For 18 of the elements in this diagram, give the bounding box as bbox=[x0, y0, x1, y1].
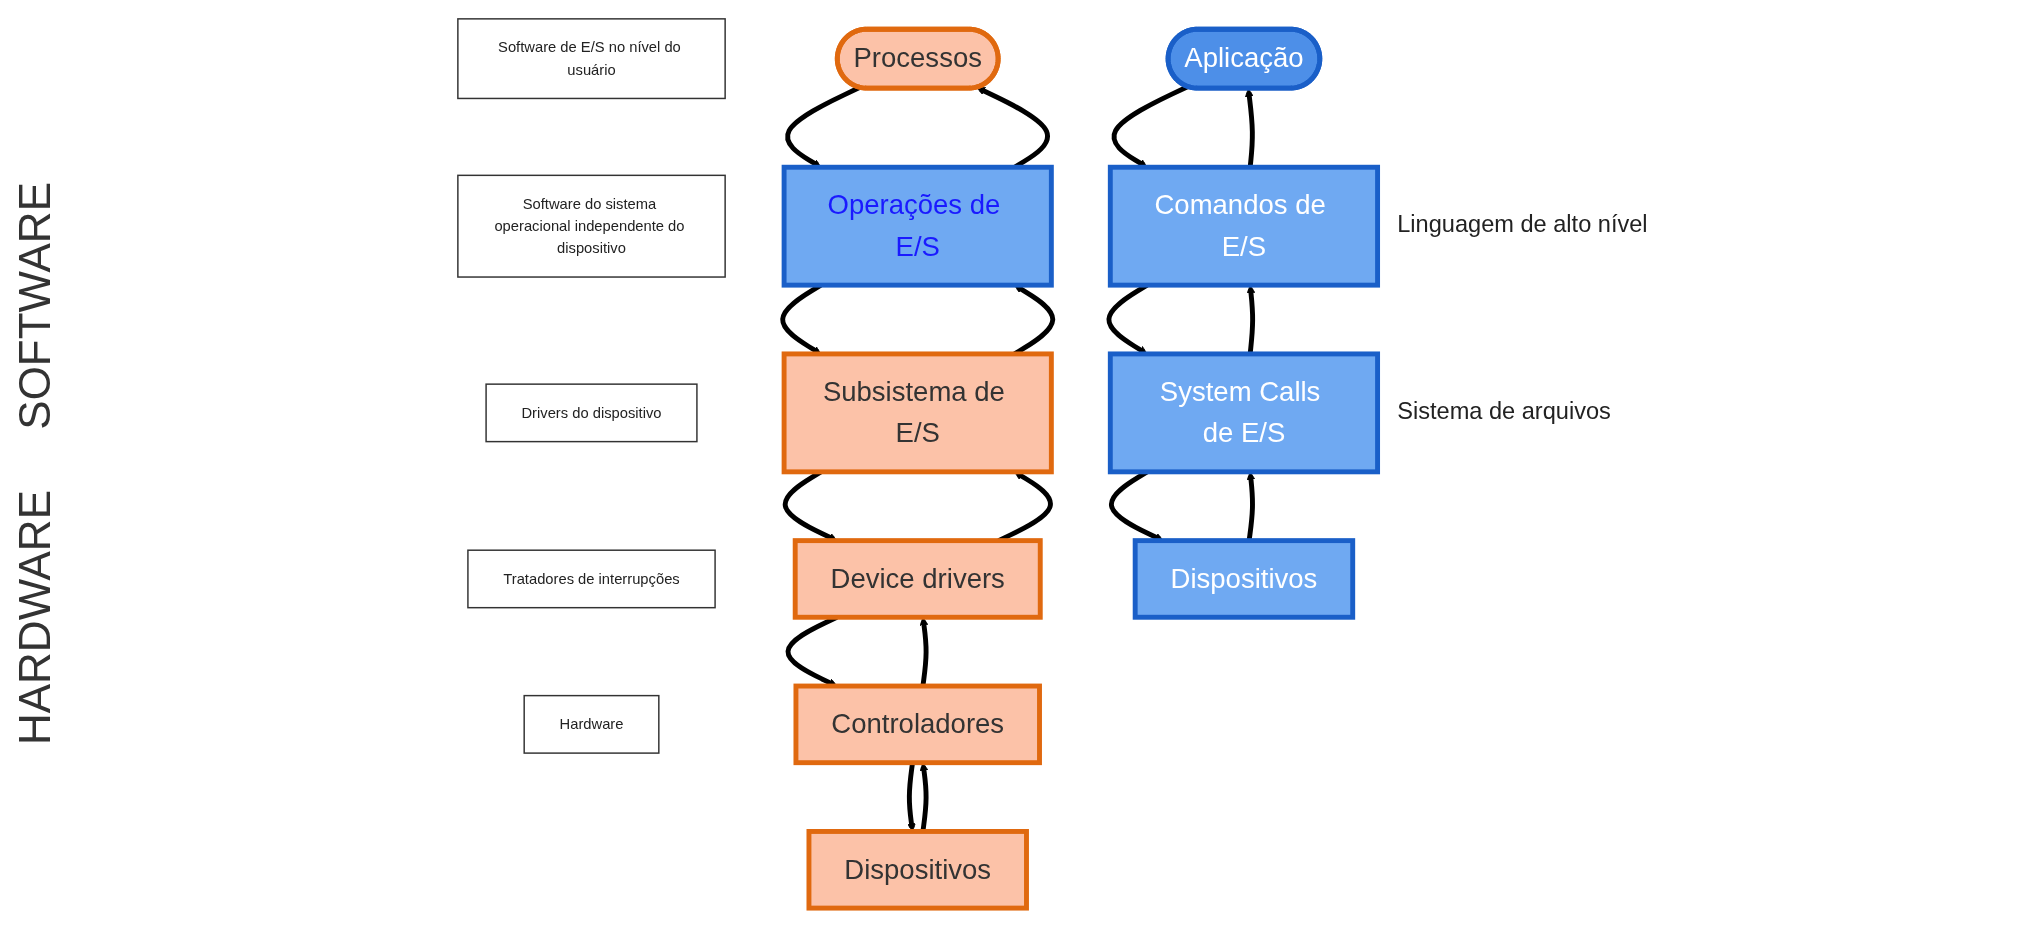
node-box: Drivers do dispositivo bbox=[485, 383, 698, 443]
node-box: Software do sistema operacional independente do dispositivo bbox=[457, 174, 727, 278]
node-note: Linguagem de alto nível bbox=[1397, 211, 1648, 238]
node-note: Sistema de arquivos bbox=[1397, 398, 1612, 425]
layer-label: HARDWARE bbox=[10, 489, 60, 745]
node-box: Comandos de E/S bbox=[1108, 164, 1381, 288]
node-box: Device drivers bbox=[793, 538, 1043, 620]
node-box: Subsistema de E/S bbox=[781, 351, 1055, 475]
node-box: Dispositivos bbox=[1133, 538, 1356, 620]
node-box: Hardware bbox=[523, 694, 660, 754]
node-box: Tratadores de interrupções bbox=[467, 549, 717, 609]
node-box: Controladores bbox=[793, 683, 1043, 766]
node-box: Software de E/S no nível do usuário bbox=[457, 18, 727, 100]
node-box: Dispositivos bbox=[806, 829, 1030, 911]
arrow bbox=[1246, 471, 1256, 541]
layer-label: SOFTWARE bbox=[10, 182, 60, 430]
node-box: System Calls de E/S bbox=[1108, 351, 1381, 475]
node-box: Operações de E/S bbox=[781, 164, 1055, 288]
